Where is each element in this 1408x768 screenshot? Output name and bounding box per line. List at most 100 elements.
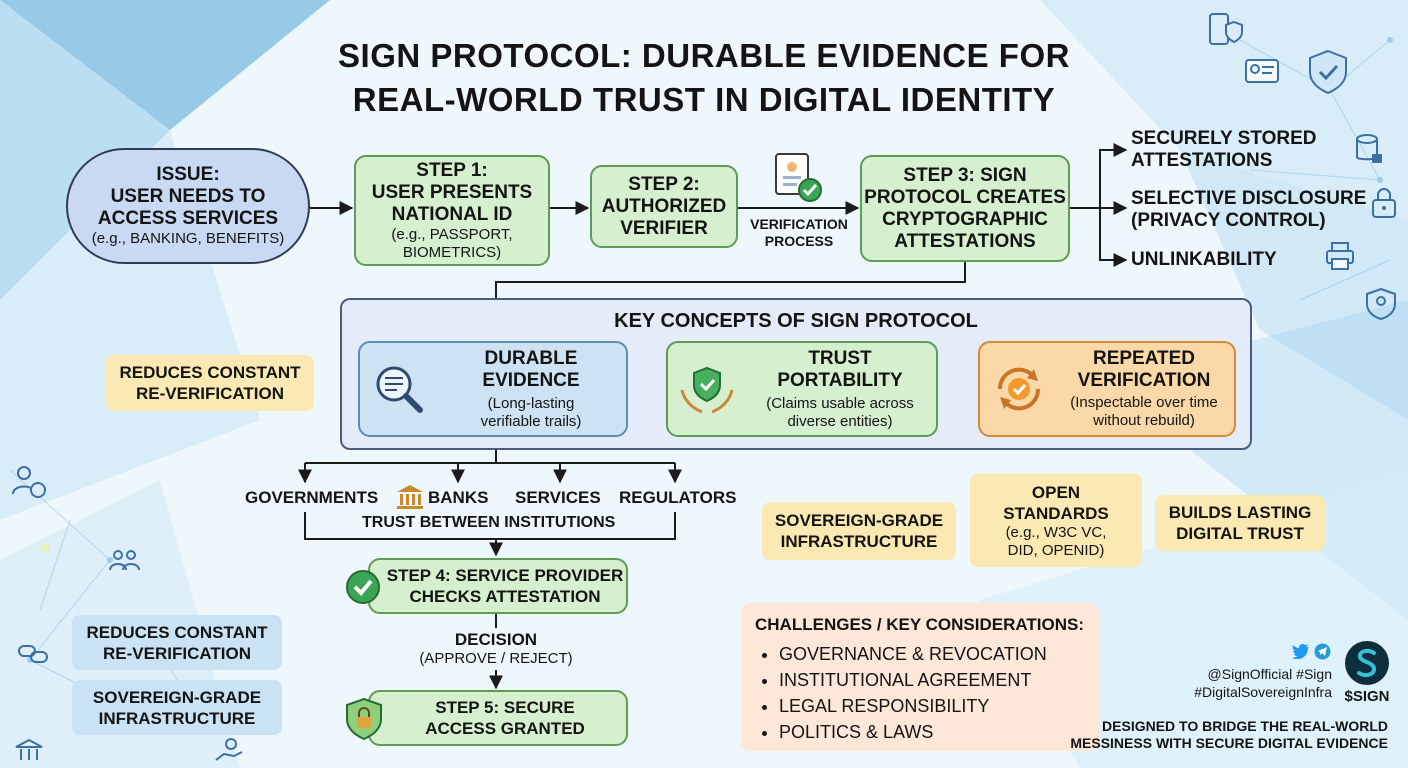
reduces-top-line-1: REDUCES CONSTANT bbox=[119, 363, 301, 382]
step-5-line-1: STEP 5: SECURE bbox=[435, 698, 575, 717]
tagline: DESIGNED TO BRIDGE THE REAL-WORLD MESSIN… bbox=[1040, 718, 1388, 752]
builds-trust-callout: BUILDS LASTING DIGITAL TRUST bbox=[1155, 495, 1325, 551]
page-title: SIGN PROTOCOL: DURABLE EVIDENCE FOR REAL… bbox=[200, 34, 1208, 122]
verification-line-2: PROCESS bbox=[764, 233, 834, 249]
institution-banks: BANKS bbox=[428, 488, 489, 507]
printer-icon bbox=[1326, 242, 1354, 270]
check-circle-icon bbox=[346, 570, 380, 604]
step-1-label: STEP 1: bbox=[416, 159, 488, 181]
issue-line-1: USER NEEDS TO bbox=[110, 186, 266, 207]
tagline-line-2: MESSINESS WITH SECURE DIGITAL EVIDENCE bbox=[1070, 735, 1388, 751]
step-1-line-3: NATIONAL ID bbox=[391, 203, 513, 225]
brand-token: $SIGN bbox=[1344, 688, 1390, 705]
sovereign-bottom-line-2: INFRASTRUCTURE bbox=[98, 708, 256, 728]
durable-evidence-sub-2: verifiable trails) bbox=[480, 412, 582, 430]
title-line-1: SIGN PROTOCOL: DURABLE EVIDENCE FOR bbox=[338, 37, 1070, 74]
trust-portability-sub-1: (Claims usable across bbox=[766, 394, 914, 412]
open-standards-callout: OPEN STANDARDS (e.g., W3C VC, DID, OPENI… bbox=[970, 474, 1142, 567]
institution-governments: GOVERNMENTS bbox=[245, 488, 379, 507]
step-2-label: STEP 2: bbox=[628, 173, 700, 195]
step-3-line-4: ATTESTATIONS bbox=[894, 230, 1036, 252]
step-1-sub-2: BIOMETRICS) bbox=[402, 243, 502, 261]
challenge-item: INSTITUTIONAL AGREEMENT bbox=[779, 667, 1085, 693]
trust-portability-sub-2: diverse entities) bbox=[787, 412, 893, 430]
issue-box: ISSUE: USER NEEDS TO ACCESS SERVICES (e.… bbox=[66, 148, 310, 264]
step-2-line-3: VERIFIER bbox=[620, 217, 708, 239]
sovereign-right-line-2: INFRASTRUCTURE bbox=[780, 532, 938, 551]
step-4-line-2: CHECKS ATTESTATION bbox=[409, 587, 601, 606]
reduces-reverification-callout-top: REDUCES CONSTANT RE-VERIFICATION bbox=[106, 355, 314, 411]
open-standards-line-2: STANDARDS bbox=[1003, 503, 1109, 523]
institution-services: SERVICES bbox=[515, 488, 601, 507]
challenge-item: LEGAL RESPONSIBILITY bbox=[779, 693, 1085, 719]
bank-icon bbox=[397, 485, 423, 509]
challenge-item: GOVERNANCE & REVOCATION bbox=[779, 641, 1085, 667]
repeated-verification-title-1: REPEATED bbox=[1092, 348, 1196, 369]
reduces-bottom-line-2: RE-VERIFICATION bbox=[103, 643, 251, 663]
verification-label: VERIFICATION PROCESS bbox=[742, 216, 856, 250]
tagline-line-1: DESIGNED TO BRIDGE THE REAL-WORLD bbox=[1102, 718, 1388, 734]
issue-heading: ISSUE: bbox=[156, 164, 220, 185]
decision-label: DECISION (APPROVE / REJECT) bbox=[396, 630, 596, 668]
document-check-icon bbox=[775, 153, 822, 202]
trust-between-institutions: TRUST BETWEEN INSTITUTIONS bbox=[362, 514, 616, 531]
repeated-verification-sub-2: without rebuild) bbox=[1093, 412, 1195, 429]
step-2-line-2: AUTHORIZED bbox=[601, 195, 727, 217]
durable-evidence-box: DURABLE EVIDENCE (Long-lasting verifiabl… bbox=[358, 341, 628, 437]
challenges-heading: CHALLENGES / KEY CONSIDERATIONS: bbox=[755, 615, 1085, 634]
reduces-bottom-line-1: REDUCES CONSTANT bbox=[86, 622, 268, 642]
repeated-verification-title-2: VERIFICATION bbox=[1077, 370, 1211, 391]
step-3-line-2: PROTOCOL CREATES bbox=[864, 186, 1066, 208]
step-2-box: STEP 2: AUTHORIZED VERIFIER bbox=[590, 165, 738, 248]
durable-evidence-title: DURABLE EVIDENCE bbox=[482, 347, 580, 391]
step-5-box: STEP 5: SECURE ACCESS GRANTED bbox=[368, 690, 628, 746]
verification-line-1: VERIFICATION bbox=[750, 216, 848, 232]
decision-sub: (APPROVE / REJECT) bbox=[419, 650, 573, 667]
twitter-icon[interactable] bbox=[1292, 643, 1310, 659]
padlock-icon bbox=[1372, 188, 1396, 218]
open-standards-sub-2: DID, OPENID) bbox=[1007, 541, 1105, 559]
sovereign-callout-right: SOVEREIGN-GRADE INFRASTRUCTURE bbox=[762, 502, 956, 560]
institution-regulators: REGULATORS bbox=[619, 488, 737, 507]
open-standards-line-1: OPEN bbox=[1031, 482, 1081, 502]
refresh-check-icon bbox=[997, 367, 1041, 411]
output-selective-line-2: (PRIVACY CONTROL) bbox=[1131, 210, 1326, 231]
step-4-line-1: STEP 4: SERVICE PROVIDER bbox=[386, 566, 624, 585]
bank-building-icon bbox=[15, 738, 43, 760]
output-unlinkability: UNLINKABILITY bbox=[1131, 249, 1277, 270]
step-3-label: STEP 3: SIGN bbox=[903, 164, 1027, 186]
phone-shield-icon bbox=[1209, 13, 1243, 45]
hand-coin-icon bbox=[215, 738, 243, 761]
output-securely-stored: SECURELY STORED ATTESTATIONS bbox=[1131, 128, 1316, 172]
user-shield-icon bbox=[1366, 287, 1396, 321]
social-handle: @SignOfficial #Sign bbox=[1207, 666, 1332, 682]
reduces-reverification-callout-bottom: REDUCES CONSTANT RE-VERIFICATION bbox=[72, 615, 282, 670]
shield-lock-icon bbox=[346, 697, 382, 741]
durable-evidence-sub-1: (Long-lasting bbox=[487, 394, 575, 412]
social-hashtag: #DigitalSovereignInfra bbox=[1194, 684, 1332, 700]
step-1-sub-1: (e.g., PASSPORT, bbox=[391, 225, 513, 243]
repeated-verification-box: REPEATED VERIFICATION (Inspectable over … bbox=[978, 341, 1236, 437]
group-users-icon bbox=[109, 550, 140, 571]
output-selective-line-1: SELECTIVE DISCLOSURE bbox=[1131, 188, 1367, 209]
trust-portability-box: TRUST PORTABILITY (Claims usable across … bbox=[666, 341, 938, 437]
step-5-line-2: ACCESS GRANTED bbox=[425, 719, 585, 738]
id-card-icon bbox=[1245, 59, 1279, 83]
telegram-icon[interactable] bbox=[1314, 643, 1331, 660]
sovereign-right-line-1: SOVEREIGN-GRADE bbox=[774, 511, 944, 530]
trust-portability-title: TRUST PORTABILITY bbox=[777, 347, 903, 391]
builds-trust-line-1: BUILDS LASTING bbox=[1168, 503, 1312, 522]
hands-shield-icon bbox=[680, 366, 734, 414]
database-lock-icon bbox=[1356, 134, 1382, 163]
sign-logo-icon bbox=[1345, 641, 1389, 685]
issue-line-2: ACCESS SERVICES bbox=[97, 208, 279, 229]
sovereign-callout-bottom: SOVEREIGN-GRADE INFRASTRUCTURE bbox=[72, 680, 282, 735]
step-1-line-2: USER PRESENTS bbox=[371, 181, 533, 203]
repeated-verification-sub-1: (Inspectable over time bbox=[1070, 394, 1218, 411]
title-line-2: REAL-WORLD TRUST IN DIGITAL IDENTITY bbox=[352, 81, 1056, 118]
key-concepts-heading: KEY CONCEPTS OF SIGN PROTOCOL bbox=[614, 310, 978, 332]
challenge-item: POLITICS & LAWS bbox=[779, 719, 1085, 745]
builds-trust-line-2: DIGITAL TRUST bbox=[1176, 524, 1304, 543]
user-check-icon bbox=[12, 466, 46, 498]
step-3-line-3: CRYPTOGRAPHIC bbox=[882, 208, 1048, 230]
